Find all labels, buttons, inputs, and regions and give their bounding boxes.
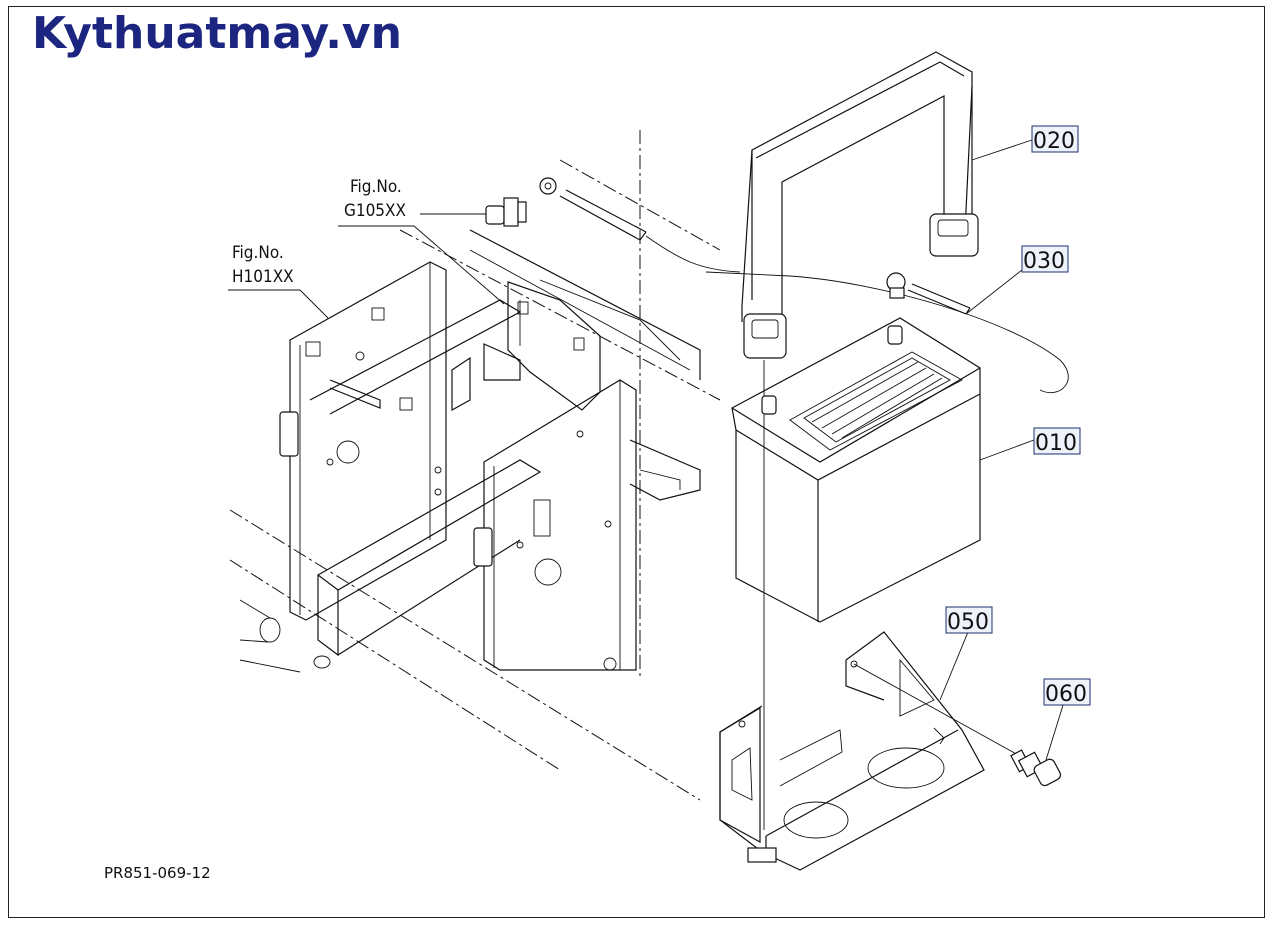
part-callout-030[interactable]: 030 [1021,245,1069,274]
part-callout-020[interactable]: 020 [1031,125,1079,154]
part-callout-060[interactable]: 060 [1043,678,1091,707]
brand-logo-text: Kythuatmay.vn [32,8,402,59]
leader-lines [228,139,1065,761]
battery-tray-drawing [719,631,985,871]
fig-ref-g105-line2: G105XX [344,201,406,221]
part-callout-010[interactable]: 010 [1033,427,1081,456]
drawing-code: PR851-069-12 [104,864,211,882]
chassis-frame [229,130,721,801]
fig-ref-h101: Fig.No. H101XX [232,243,294,287]
part-code-030: 030 [1023,249,1065,274]
fig-ref-h101-line1: Fig.No. [232,243,284,263]
battery-hold-strap-drawing [741,51,979,830]
part-callout-050[interactable]: 050 [945,606,993,635]
drawing-frame [8,6,1265,918]
battery-drawing [731,272,981,623]
part-code-050: 050 [947,610,989,635]
ground-cable [485,177,1069,394]
battery-label-hatch [803,357,951,443]
bolt-drawing [853,663,1062,787]
part-code-060: 060 [1045,682,1087,707]
fig-ref-g105-line1: Fig.No. [350,177,402,197]
part-code-010: 010 [1035,431,1077,456]
fig-ref-g105: Fig.No. G105XX [344,177,406,221]
part-code-020: 020 [1033,129,1075,154]
fig-ref-h101-line2: H101XX [232,267,294,287]
